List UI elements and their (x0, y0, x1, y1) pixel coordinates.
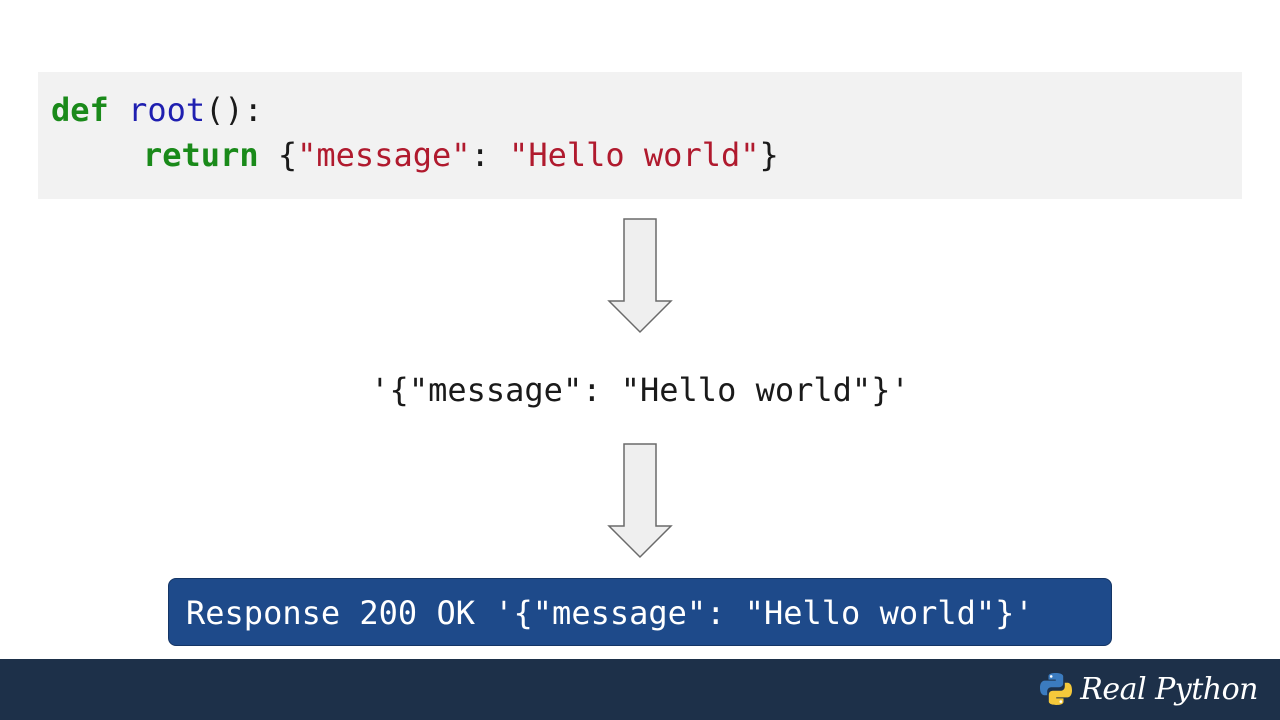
serialized-json-string: '{"message": "Hello world"}' (370, 371, 910, 409)
response-text: Response 200 OK '{"message": "Hello worl… (186, 594, 1034, 632)
dict-key: "message" (297, 136, 471, 174)
down-arrow-icon (607, 218, 673, 334)
return-keyword: return (143, 136, 259, 174)
code-line-return: return {"message": "Hello world"} (143, 135, 779, 175)
colon-separator: : (470, 136, 510, 174)
code-block: def root(): return {"message": "Hello wo… (38, 72, 1242, 199)
footer-bar: Real Python (0, 659, 1280, 720)
function-parens: (): (205, 91, 263, 129)
def-keyword: def (51, 91, 109, 129)
logo-text: Real Python (1080, 671, 1258, 707)
open-brace: { (277, 136, 298, 174)
code-line-def: def root(): (51, 90, 263, 130)
close-brace: } (759, 136, 779, 174)
python-logo-icon (1040, 673, 1073, 705)
response-box: Response 200 OK '{"message": "Hello worl… (168, 578, 1112, 646)
dict-value: "Hello world" (509, 136, 760, 174)
function-name: root (128, 91, 206, 129)
real-python-logo: Real Python (1038, 669, 1258, 709)
down-arrow-icon (607, 443, 673, 559)
